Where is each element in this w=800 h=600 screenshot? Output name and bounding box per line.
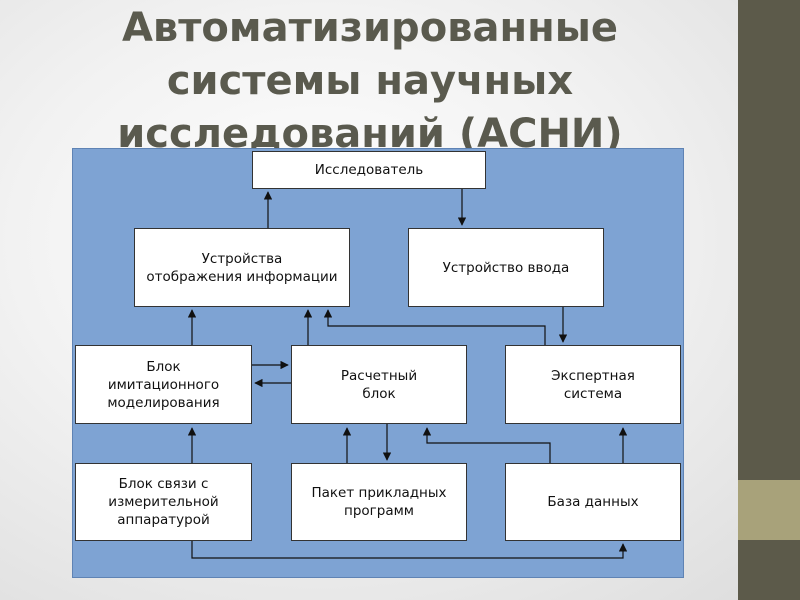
calculation-block: Расчетный блок (291, 345, 467, 424)
arrow-database-to-calc (422, 427, 551, 463)
researcher-block: Исследователь (252, 151, 486, 189)
title-line-2: системы научных (166, 58, 574, 104)
simulation-block: Блок имитационного моделирования (75, 345, 252, 424)
communication-block: Блок связи с измерительной аппаратурой (75, 463, 252, 541)
arrow-comm-to-database (191, 541, 628, 559)
database-block: База данных (505, 463, 681, 541)
arrow-expert-to-display (323, 309, 546, 345)
display-devices-block: Устройства отображения информации (134, 228, 350, 307)
expert-system-block: Экспертная система (505, 345, 681, 424)
application-package-block: Пакет прикладных программ (291, 463, 467, 541)
title-line-1: Автоматизированные (121, 5, 619, 51)
input-device-block: Устройство ввода (408, 228, 604, 307)
side-decoration-accent (738, 480, 800, 540)
